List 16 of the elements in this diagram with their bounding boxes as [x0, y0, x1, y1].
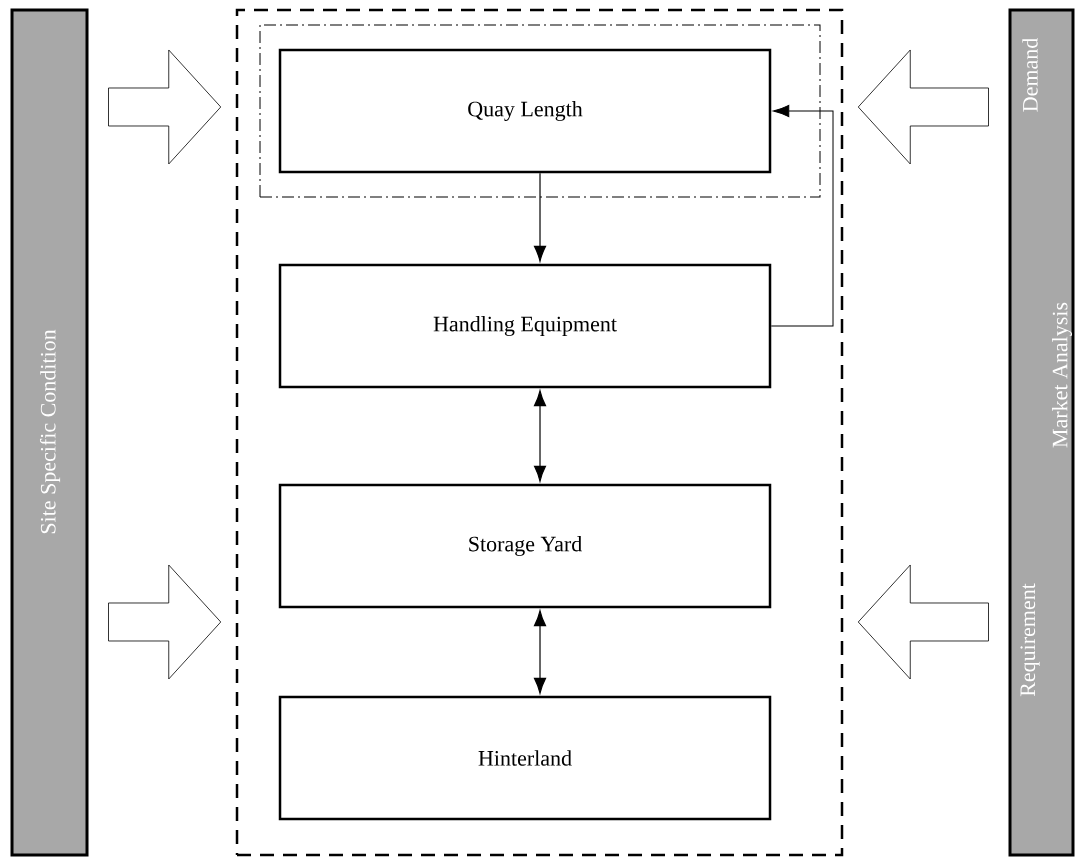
block-arrow [857, 49, 989, 165]
process-box: Handling Equipment [278, 263, 772, 389]
arrow [533, 610, 547, 694]
dash-dot-frame [259, 24, 821, 198]
block-arrow [857, 564, 989, 680]
arrow [533, 172, 547, 262]
arrow [770, 104, 834, 327]
arrow [533, 390, 547, 482]
process-box: Hinterland [278, 695, 772, 821]
block-arrow [108, 49, 222, 165]
process-box: Storage Yard [278, 483, 772, 609]
process-box: Quay Length [278, 48, 772, 174]
block-arrow [108, 564, 222, 680]
dashed-frame [235, 8, 844, 857]
side-bar: Site Specific Condition [10, 8, 89, 857]
side-bar: Demand Market Analysis Requirement [1008, 8, 1075, 857]
